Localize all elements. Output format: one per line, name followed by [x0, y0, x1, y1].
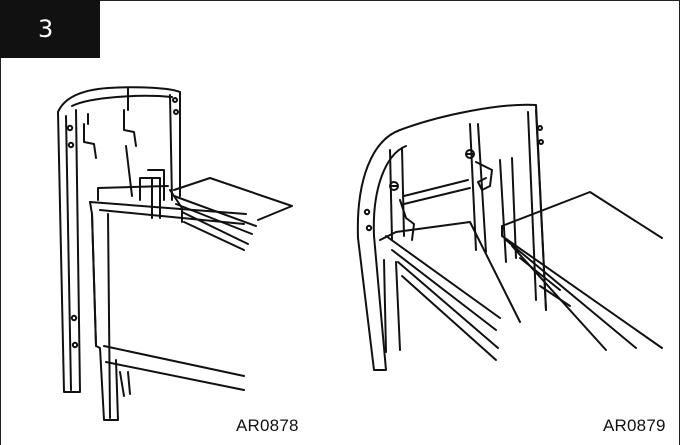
left-post — [357, 235, 387, 371]
right-post — [169, 91, 181, 201]
figure-code-right: AR0879 — [603, 416, 666, 435]
left-post-lower — [383, 259, 401, 353]
end-panel-outline — [57, 86, 181, 197]
post-hole — [66, 124, 74, 132]
board-corner — [169, 189, 183, 223]
hanger-bracket-left — [83, 113, 97, 159]
hanger-bracket-right — [123, 87, 137, 197]
post-hole — [173, 109, 179, 115]
lower-rail-left — [397, 261, 499, 361]
post-hole — [365, 224, 373, 232]
inner-upright-left — [389, 147, 405, 241]
step-number: 3 — [38, 15, 54, 43]
post-hole — [71, 341, 79, 349]
board-edges — [173, 195, 257, 251]
end-panel-outline — [356, 103, 547, 311]
left-rail — [379, 221, 521, 331]
front-leg-inner — [107, 213, 111, 419]
figure-code-left: AR0878 — [236, 416, 299, 435]
post-hole — [67, 141, 75, 149]
right-assembly-drawing — [356, 103, 663, 371]
left-post — [57, 109, 81, 393]
right-board-side — [519, 257, 571, 307]
post-hole — [70, 314, 78, 322]
post-hole — [363, 208, 371, 216]
right-board-top — [501, 191, 663, 239]
hook-bracket — [475, 161, 493, 191]
right-board-edges — [501, 225, 663, 351]
left-assembly-drawing — [57, 86, 293, 421]
board-top — [173, 177, 293, 221]
back-crosspiece — [403, 179, 471, 205]
lower-crossbar — [103, 345, 245, 391]
post-hole — [172, 97, 178, 103]
inner-upright-center — [469, 123, 487, 253]
left-bracket — [399, 199, 415, 241]
post-hole — [538, 139, 544, 145]
left-post-inner — [65, 115, 72, 391]
front-leg — [89, 201, 119, 421]
end-panel-inner-curve — [372, 145, 407, 237]
end-panel-top-inner — [71, 94, 173, 107]
rear-leg — [119, 371, 131, 397]
inner-upright-right — [499, 157, 517, 263]
frame-rail-top — [89, 185, 247, 215]
support-channel — [139, 169, 165, 219]
post-hole — [537, 125, 543, 131]
step-number-badge: 3 — [0, 0, 100, 58]
